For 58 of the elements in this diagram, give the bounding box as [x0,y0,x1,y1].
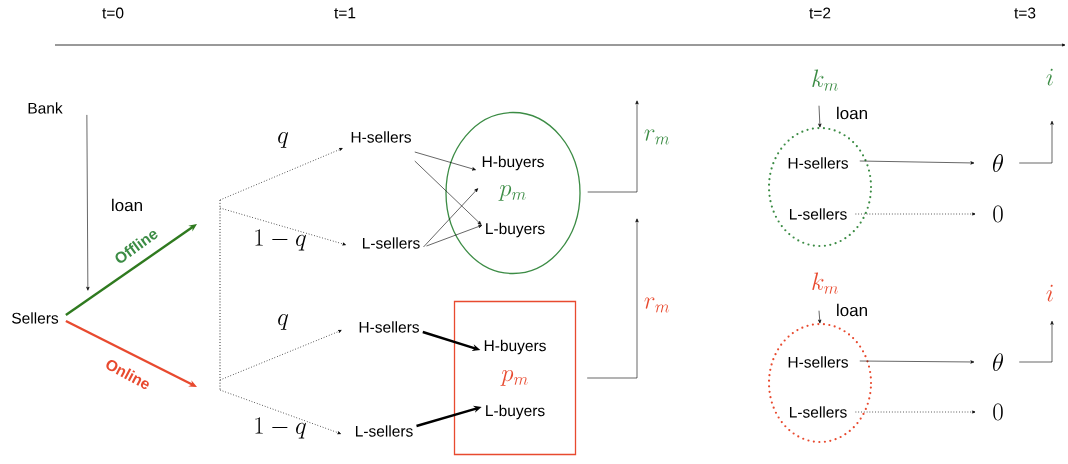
arrow [65,319,197,387]
time-label: t=1 [334,7,356,19]
seller-label: H-sellers [788,356,848,368]
seller-label: L-sellers [363,237,420,249]
dotted-arrow [219,330,342,381]
arrow [65,224,197,316]
edge-label: $q$ [278,132,289,148]
arrow [859,360,975,364]
seller-label: L-sellers [790,406,847,418]
arrow [414,151,476,171]
buyer-label: L-buyers [486,222,545,238]
variable-label: $\theta$ [993,353,1003,371]
dotted-arrow [219,148,343,201]
variable-label: $i$ [1046,284,1053,302]
variable-label: $i$ [1046,68,1053,86]
edge-label: $r_m$ [644,297,670,313]
arrow [426,224,483,247]
variable-label: $k_m$ [812,69,838,91]
variable-label: $k_m$ [812,272,838,294]
arrow [86,114,90,291]
edge-label: loan [837,303,867,317]
actor-label: Sellers [12,312,59,324]
edge-label: $q$ [278,314,289,330]
seller-label: L-sellers [356,425,413,437]
edge-label: loan [112,198,142,212]
edge-label: $1-q$ [255,417,307,439]
arrow [818,105,822,128]
arrow [1018,120,1054,164]
buyer-label: H-buyers [482,155,544,171]
buyer-label: H-buyers [484,339,546,355]
arrow [1018,320,1054,363]
variable-label: $\theta$ [993,154,1003,172]
arrow [414,160,482,225]
arrow [859,160,975,165]
edge-label: $1-q$ [255,229,307,251]
time-label: t=3 [1014,7,1036,19]
actor-label: Bank [28,102,63,114]
seller-label: H-sellers [351,131,411,143]
seller-label: H-sellers [788,157,848,169]
buyer-label: L-buyers [486,404,545,420]
dotted-arrow [219,389,341,435]
seller-label: L-sellers [790,208,847,220]
variable-label: $0$ [993,403,1003,421]
time-label: t=2 [809,7,831,19]
time-label: t=0 [102,7,124,19]
dotted-arrow [219,207,346,246]
dotted-circle [767,126,873,248]
dotted-circle [767,322,873,444]
arrow [818,310,822,324]
edge-label: $r_m$ [644,129,670,145]
variable-label: $0$ [993,205,1003,223]
dotted-arrow [855,410,976,414]
edge-label: loan [837,106,867,120]
arrow [423,188,479,248]
arrow [587,100,639,193]
seller-label: H-sellers [359,321,419,333]
arrow [586,218,639,379]
dotted-arrow [855,212,976,216]
